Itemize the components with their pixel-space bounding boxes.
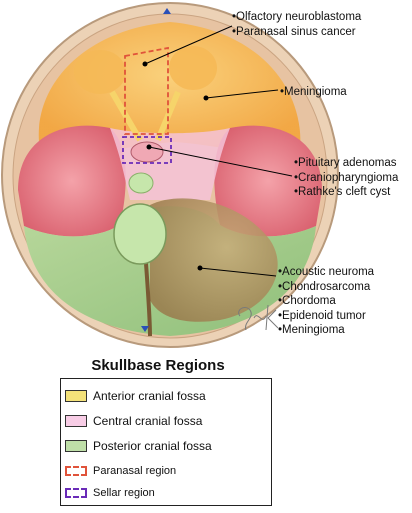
left-orbital-roof — [74, 50, 126, 94]
paranasal-region-outline — [124, 46, 169, 135]
top-marker — [163, 8, 171, 14]
label-group-anterior-top: •Olfactory neuroblastoma •Paranasal sinu… — [232, 10, 361, 39]
label-meningioma-anterior: •Meningioma — [280, 86, 347, 98]
sella — [130, 141, 164, 163]
legend-box: Anterior cranial fossa Central cranial f… — [60, 378, 272, 506]
leader-dot-paranasal — [142, 61, 148, 67]
leader-sellar — [148, 146, 293, 177]
leader-dot-posterior — [197, 265, 203, 271]
left-middle-fossa — [18, 125, 126, 237]
legend-title: Skullbase Regions — [91, 357, 225, 374]
right-middle-fossa — [214, 125, 322, 237]
legend-label-anterior: Anterior cranial fossa — [93, 389, 206, 403]
clivus — [128, 172, 154, 194]
right-optic-nerve — [155, 90, 181, 142]
legend-swatch-paranasal — [65, 466, 87, 476]
label-paranasal-sinus-cancer: •Paranasal sinus cancer — [232, 25, 356, 38]
legend-swatch-central — [65, 415, 87, 427]
foramen-magnum — [113, 203, 167, 265]
label-epidenoid-tumor: •Epidenoid tumor — [278, 309, 366, 322]
legend-item-posterior: Posterior cranial fossa — [65, 437, 212, 455]
left-optic-nerve — [109, 90, 143, 142]
legend-swatch-posterior — [65, 440, 87, 452]
legend-swatch-anterior — [65, 390, 87, 402]
label-rathkes-cleft-cyst: •Rathke's cleft cyst — [294, 186, 391, 198]
label-meningioma-posterior: •Meningioma — [278, 324, 345, 336]
legend-item-paranasal: Paranasal region — [65, 462, 176, 480]
legend-label-sellar: Sellar region — [93, 487, 155, 499]
artist-signature — [238, 304, 279, 331]
label-group-sellar: •Pituitary adenomas •Craniopharyngioma •… — [294, 156, 398, 200]
legend-item-anterior: Anterior cranial fossa — [65, 387, 206, 405]
label-acoustic-neuroma: •Acoustic neuroma — [278, 266, 375, 278]
label-craniopharyngioma: •Craniopharyngioma — [294, 171, 399, 184]
legend-item-central: Central cranial fossa — [65, 412, 202, 430]
right-orbital-roof — [169, 46, 217, 90]
label-chordoma: •Chordoma — [278, 295, 336, 307]
legend-label-central: Central cranial fossa — [93, 414, 203, 428]
right-cerebellar-fossa — [150, 198, 278, 322]
label-group-anterior-right: •Meningioma — [280, 85, 347, 100]
legend-item-sellar: Sellar region — [65, 484, 155, 502]
leader-dot-meningioma-anterior — [203, 95, 209, 101]
leader-dot-sellar — [146, 144, 152, 150]
leader-posterior — [199, 267, 277, 277]
leader-meningioma-anterior — [205, 89, 279, 99]
leader-paranasal — [144, 25, 233, 65]
legend-label-posterior: Posterior cranial fossa — [93, 439, 212, 453]
legend-label-paranasal: Paranasal region — [93, 465, 177, 477]
legend-swatch-sellar — [65, 488, 87, 498]
label-chondrosarcoma: •Chondrosarcoma — [278, 280, 371, 293]
central-fossa — [110, 128, 230, 200]
sellar-region-outline — [122, 136, 172, 164]
label-olfactory-neuroblastoma: •Olfactory neuroblastoma — [232, 11, 362, 23]
label-group-posterior: •Acoustic neuroma •Chondrosarcoma •Chord… — [278, 265, 374, 338]
label-pituitary-adenomas: •Pituitary adenomas — [294, 157, 397, 169]
bottom-marker — [141, 326, 149, 332]
